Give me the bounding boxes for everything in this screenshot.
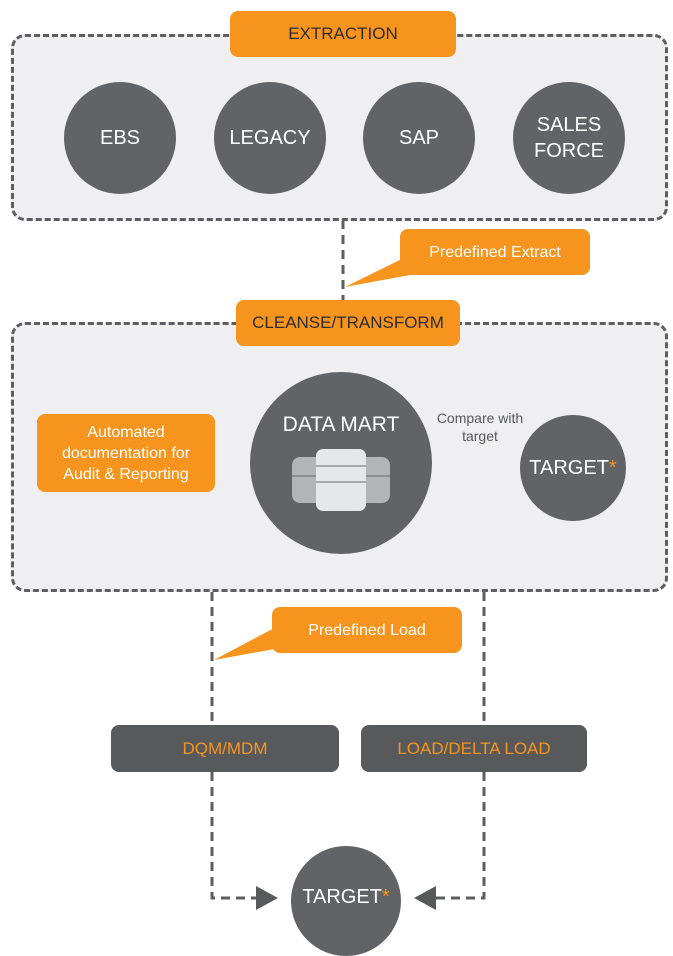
audit-callout: Automated documentation for Audit & Repo… — [37, 414, 215, 492]
target-label: TARGET* — [529, 455, 616, 481]
final-target-text: TARGET — [302, 886, 382, 908]
final-target-star: * — [381, 886, 390, 908]
source-sap[interactable]: SAP — [363, 82, 475, 194]
source-label: SALES FORCE — [534, 114, 604, 162]
source-ebs[interactable]: EBS — [64, 82, 176, 194]
source-legacy[interactable]: LEGACY — [214, 82, 326, 194]
data-mart[interactable]: DATA MART — [250, 372, 432, 554]
extract-callout-pointer — [345, 255, 410, 287]
connector-right — [436, 592, 486, 900]
predefined-load-callout: Predefined Load — [272, 607, 462, 653]
extraction-title: EXTRACTION — [230, 11, 456, 57]
data-mart-label: DATA MART — [282, 413, 400, 436]
load-callout-pointer — [214, 625, 280, 660]
dqm-mdm-box[interactable]: DQM/MDM — [111, 725, 339, 772]
target-text: TARGET — [529, 457, 609, 479]
load-delta-box[interactable]: LOAD/DELTA LOAD — [361, 725, 587, 772]
target-compare[interactable]: TARGET* — [520, 415, 626, 521]
final-target[interactable]: TARGET* — [291, 846, 401, 956]
source-salesforce[interactable]: SALES FORCE — [513, 82, 625, 194]
final-target-label: TARGET* — [302, 884, 389, 910]
compare-label: Compare with target — [436, 410, 524, 444]
left-arrowhead — [256, 886, 278, 910]
predefined-extract-callout: Predefined Extract — [400, 229, 590, 275]
cleanse-title: CLEANSE/TRANSFORM — [236, 300, 460, 346]
source-label: SAP — [398, 127, 440, 149]
target-star: * — [608, 457, 617, 479]
database-icon — [292, 449, 390, 511]
connector-left — [210, 592, 258, 900]
right-arrowhead — [414, 886, 436, 910]
source-label: EBS — [99, 127, 141, 149]
source-label: LEGACY — [229, 127, 311, 149]
